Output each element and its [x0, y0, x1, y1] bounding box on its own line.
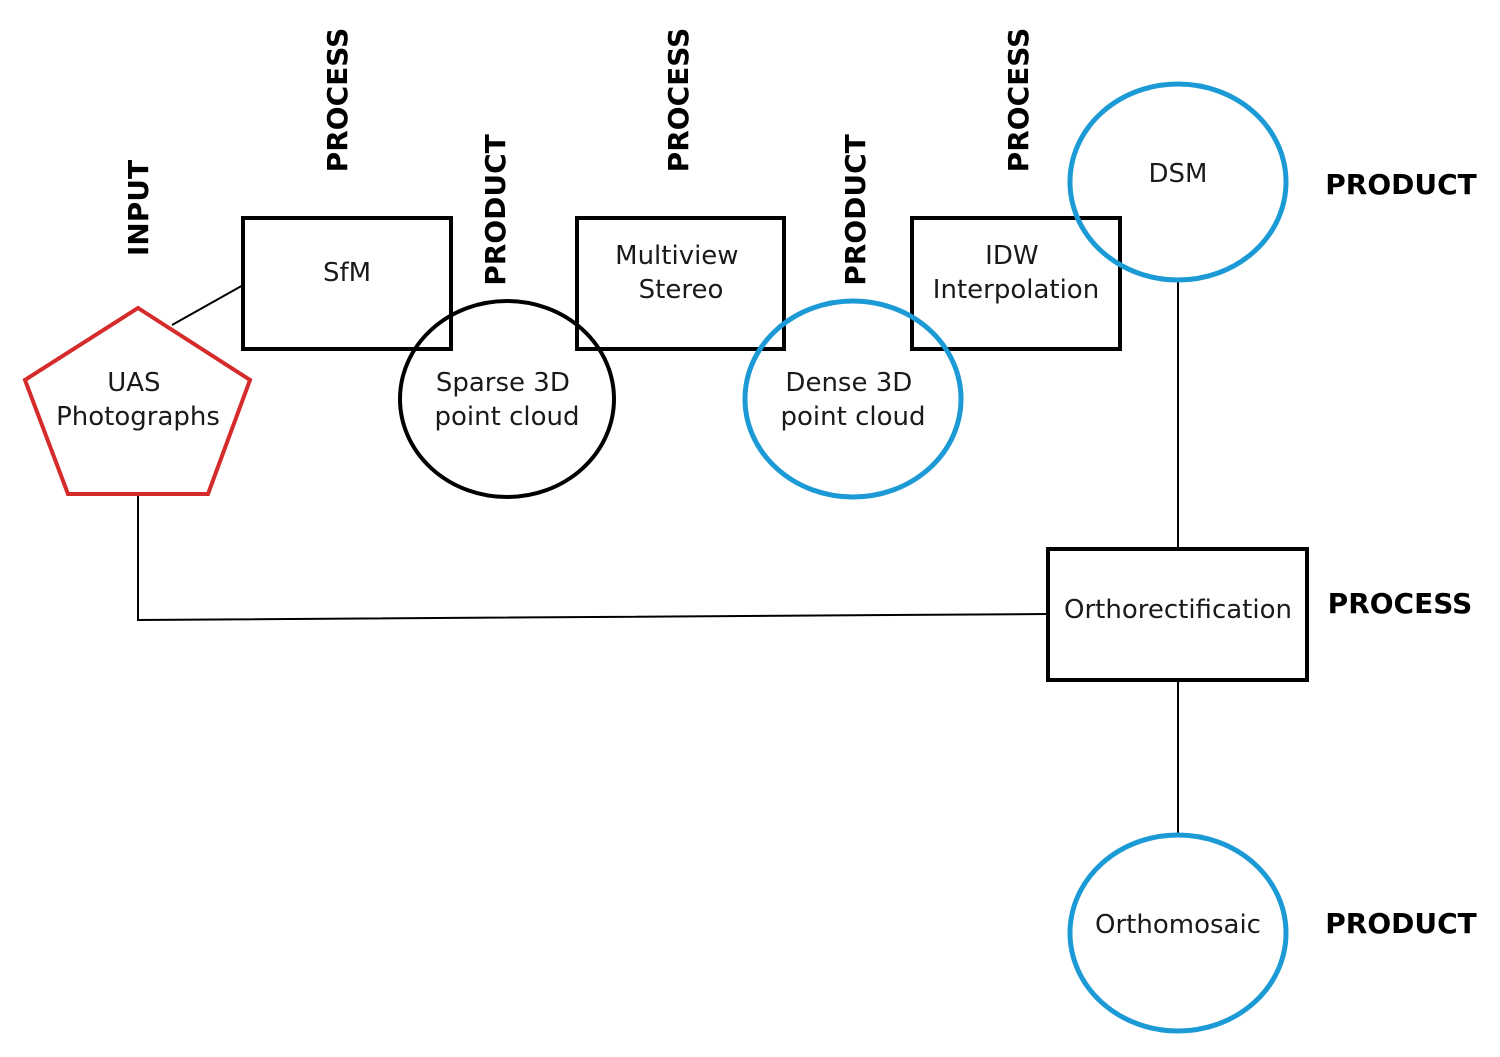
role-label-product-dense: PRODUCT	[839, 134, 872, 286]
edge-uas-to-orthorectification	[137, 494, 1048, 622]
role-label-process-sfm: PROCESS	[321, 28, 354, 173]
dsm-ellipse	[1067, 81, 1289, 283]
dsm-label: DSM	[1149, 159, 1208, 189]
process-idw-interpolation: IDW Interpolation	[910, 216, 1122, 351]
role-label-process-mvs: PROCESS	[662, 28, 695, 173]
orthorectification-box	[1046, 547, 1309, 682]
multiview-stereo-box	[575, 216, 786, 351]
edges	[137, 282, 1179, 835]
uas-photographs-pentagon	[22, 305, 253, 496]
product-orthomosaic: Orthomosaic	[1067, 832, 1289, 1034]
process-orthorectification: Orthorectification	[1046, 547, 1309, 682]
role-label-product-dsm: PRODUCT	[1325, 168, 1477, 201]
sparse-cloud-label: Sparse 3D point cloud	[435, 368, 580, 432]
product-dsm: DSM	[1067, 81, 1289, 283]
orthomosaic-ellipse	[1067, 832, 1289, 1034]
process-multiview-stereo: Multiview Stereo	[575, 216, 786, 351]
role-label-process-ortho: PROCESS	[1328, 587, 1473, 620]
edge-uas-to-sfm	[171, 283, 246, 326]
idw-interpolation-label: IDW Interpolation	[933, 241, 1099, 305]
input-uas-photographs: UAS Photographs	[22, 305, 253, 496]
sfm-label: SfM	[323, 258, 371, 288]
dense-cloud-ellipse	[742, 298, 964, 500]
role-label-product-orthomosaic: PRODUCT	[1325, 907, 1477, 940]
sfm-box	[241, 216, 453, 351]
role-labels: INPUT PROCESS PRODUCT PROCESS PRODUCT PR…	[122, 28, 1477, 940]
uas-photographs-label: UAS Photographs	[56, 368, 220, 432]
product-dense-cloud: Dense 3D point cloud	[742, 298, 964, 500]
role-label-product-sparse: PRODUCT	[479, 134, 512, 286]
role-label-input: INPUT	[122, 160, 155, 256]
dense-cloud-label: Dense 3D point cloud	[781, 368, 926, 432]
idw-interpolation-box	[910, 216, 1122, 351]
role-label-process-idw: PROCESS	[1002, 28, 1035, 173]
sparse-cloud-ellipse	[398, 299, 616, 499]
orthomosaic-label: Orthomosaic	[1095, 910, 1261, 940]
orthorectification-label: Orthorectification	[1064, 595, 1292, 625]
process-sfm: SfM	[241, 216, 453, 351]
multiview-stereo-label: Multiview Stereo	[615, 241, 747, 305]
product-sparse-cloud: Sparse 3D point cloud	[398, 299, 616, 499]
